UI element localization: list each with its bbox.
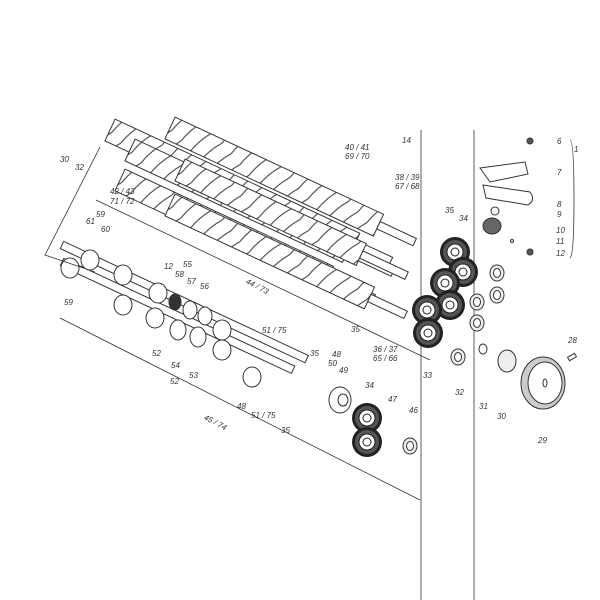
part-label: 61 — [86, 217, 95, 226]
part-label: 34 — [459, 214, 468, 223]
part-label: 65 / 66 — [373, 354, 398, 363]
handwheel — [520, 352, 578, 410]
part-label: 1 — [574, 145, 579, 154]
part-label: 58 — [175, 270, 184, 279]
part-label: 59 — [64, 298, 73, 307]
bushings — [402, 264, 517, 455]
part-label: 51 / 75 — [262, 326, 287, 335]
part-label: 48 — [237, 402, 246, 411]
part-label: 67 / 68 — [395, 182, 420, 191]
part-label: 8 — [557, 200, 562, 209]
part-label: 52 — [152, 349, 161, 358]
part-label: 14 — [402, 136, 411, 145]
part-label: 69 / 70 — [345, 152, 370, 161]
part-label: 7 — [557, 168, 562, 177]
part-label: 10 — [556, 226, 565, 235]
part-label: 34 — [365, 381, 374, 390]
gear-stack — [351, 236, 479, 458]
part-label: 6 — [557, 137, 562, 146]
part-label: 36 / 37 — [373, 345, 398, 354]
part-label: 48 — [332, 350, 341, 359]
part-label: 59 — [96, 210, 105, 219]
part-label: 53 — [189, 371, 198, 380]
part-label: 51 / 75 — [251, 411, 276, 420]
roller-set — [104, 116, 418, 320]
part-label: 30 — [60, 155, 69, 164]
part-label: 54 — [171, 361, 180, 370]
part-label: 71 / 72 — [110, 197, 135, 206]
part-label: 55 — [183, 260, 192, 269]
part-label: 47 — [388, 395, 397, 404]
part-label: 29 — [538, 436, 547, 445]
part-label: 60 — [101, 225, 110, 234]
part-label: 35 — [351, 325, 360, 334]
part-label: 33 — [423, 371, 432, 380]
part-label: 35 — [281, 426, 290, 435]
part-label: 56 — [200, 282, 209, 291]
part-label: 49 — [339, 366, 348, 375]
part-label: 32 — [75, 163, 84, 172]
part-label: 35 — [310, 349, 319, 358]
part-label: 50 — [328, 359, 337, 368]
part-label: 40 / 41 — [345, 143, 370, 152]
part-label: 52 — [170, 377, 179, 386]
part-label: 38 / 39 — [395, 173, 420, 182]
part-label: 42 / 43 — [110, 187, 135, 196]
lower-shafts — [59, 240, 352, 414]
part-label: 57 — [187, 277, 196, 286]
part-label: 31 — [479, 402, 488, 411]
part-label: 11 — [556, 237, 565, 246]
part-label: 28 — [568, 336, 577, 345]
part-label: 30 — [497, 412, 506, 421]
part-label: 46 — [409, 406, 418, 415]
lever-assembly — [479, 137, 534, 256]
part-label: 32 — [455, 388, 464, 397]
part-label: 12 — [556, 249, 565, 258]
part-label: 12 — [164, 262, 173, 271]
bracket-lines — [44, 130, 575, 600]
part-label: 9 — [557, 210, 562, 219]
part-label: 35 — [445, 206, 454, 215]
